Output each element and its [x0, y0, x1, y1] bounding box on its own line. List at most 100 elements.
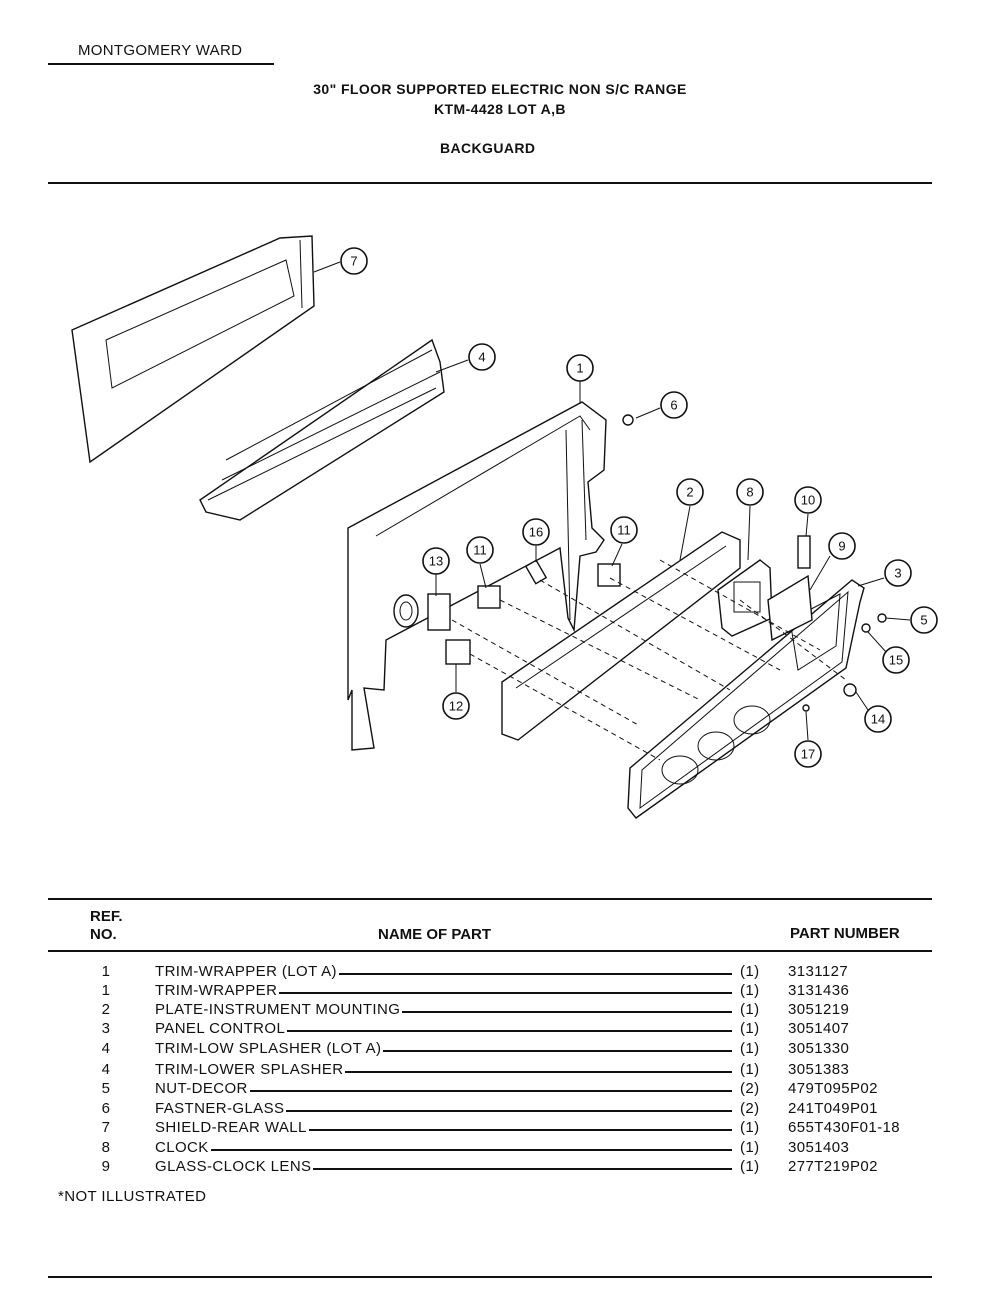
ref-header-line1: REF.	[90, 908, 123, 925]
ref-no: 3	[101, 1020, 111, 1037]
part-number: 655T430F01-18	[788, 1119, 900, 1136]
shield-rear-wall-part	[71, 235, 315, 464]
quantity: (2)	[740, 1080, 760, 1097]
part-number: 3051403	[788, 1139, 850, 1156]
part-12-shape	[445, 639, 471, 665]
ref-no: 1	[101, 982, 111, 999]
part-number: 3051219	[788, 1001, 850, 1018]
part-13-shape	[427, 593, 451, 631]
clock-lens-part	[767, 574, 813, 642]
part-10-shape	[797, 535, 811, 569]
quantity: (1)	[740, 1139, 760, 1156]
callout-12: 12	[442, 692, 470, 720]
page-title: 30" FLOOR SUPPORTED ELECTRIC NON S/C RAN…	[313, 81, 687, 97]
quantity: (2)	[740, 1100, 760, 1117]
part-name: GLASS-CLOCK LENS	[155, 1158, 314, 1175]
callout-17: 17	[794, 740, 822, 768]
quantity: (1)	[740, 982, 760, 999]
switch-part-a	[477, 585, 501, 609]
quantity: (1)	[740, 1119, 760, 1136]
callout-11b: 11	[610, 516, 638, 544]
table-top-rule	[48, 898, 932, 900]
part-number: 3051383	[788, 1061, 850, 1078]
bottom-rule	[48, 1276, 932, 1278]
table-row: 9 GLASS-CLOCK LENS (1) 277T219P02	[0, 1158, 1000, 1178]
callout-7: 7	[340, 247, 368, 275]
svg-text:3: 3	[894, 566, 901, 581]
part-number: 3131436	[788, 982, 850, 999]
ref-no: 9	[101, 1158, 111, 1175]
callout-2: 2	[676, 478, 704, 506]
callout-4: 4	[468, 343, 496, 371]
part-number-header: PART NUMBER	[790, 925, 900, 942]
svg-text:14: 14	[871, 712, 885, 727]
ref-no: 8	[101, 1139, 111, 1156]
name-header: NAME OF PART	[378, 926, 492, 943]
part-number: 3051407	[788, 1020, 850, 1037]
part-name: NUT-DECOR	[155, 1080, 250, 1097]
svg-text:2: 2	[686, 485, 693, 500]
part-name: PLATE-INSTRUMENT MOUNTING	[155, 1001, 403, 1018]
brand-name: MONTGOMERY WARD	[78, 42, 243, 59]
callout-5: 5	[910, 606, 938, 634]
part-16-shape	[524, 559, 548, 585]
section-title: BACKGUARD	[440, 140, 536, 156]
svg-text:11: 11	[473, 543, 487, 558]
callout-13: 13	[422, 547, 450, 575]
model-number: KTM-4428 LOT A,B	[434, 101, 566, 117]
part-name: CLOCK	[155, 1139, 211, 1156]
part-name: FASTNER-GLASS	[155, 1100, 287, 1117]
svg-text:4: 4	[478, 350, 485, 365]
panel-control-part	[627, 579, 865, 819]
ref-no: 7	[101, 1119, 111, 1136]
callout-11a: 11	[466, 536, 494, 564]
svg-text:15: 15	[889, 653, 903, 668]
part-name: SHIELD-REAR WALL	[155, 1119, 309, 1136]
table-row: 7 SHIELD-REAR WALL (1) 655T430F01-18	[0, 1119, 1000, 1139]
part-number: 3131127	[788, 963, 849, 980]
svg-text:1: 1	[576, 361, 583, 376]
svg-text:5: 5	[920, 613, 927, 628]
svg-text:10: 10	[801, 493, 815, 508]
svg-text:9: 9	[838, 539, 845, 554]
instrument-plate-part	[501, 531, 741, 741]
part-name: TRIM-WRAPPER (LOT A)	[155, 963, 339, 980]
trim-wrapper-part	[347, 401, 607, 751]
svg-text:13: 13	[429, 554, 443, 569]
switch-part-b	[597, 563, 621, 587]
part-number: 277T219P02	[788, 1158, 878, 1175]
quantity: (1)	[740, 1061, 760, 1078]
part-name: TRIM-LOWER SPLASHER	[155, 1061, 346, 1078]
svg-text:8: 8	[746, 485, 753, 500]
part-number: 479T095P02	[788, 1080, 878, 1097]
callout-16: 16	[522, 518, 550, 546]
quantity: (1)	[740, 1158, 760, 1175]
svg-text:17: 17	[801, 747, 815, 762]
part-name: PANEL CONTROL	[155, 1020, 288, 1037]
ref-no: 6	[101, 1100, 111, 1117]
quantity: (1)	[740, 1020, 760, 1037]
table-row: 1 TRIM-WRAPPER (1) 3131436	[0, 982, 1000, 1002]
part-name: TRIM-WRAPPER	[155, 982, 280, 999]
svg-text:6: 6	[670, 398, 677, 413]
footnote: *NOT ILLUSTRATED	[58, 1188, 207, 1205]
ref-no: 2	[101, 1001, 111, 1018]
callout-3: 3	[884, 559, 912, 587]
callout-8: 8	[736, 478, 764, 506]
callout-15: 15	[882, 646, 910, 674]
quantity: (1)	[740, 963, 760, 980]
svg-text:16: 16	[529, 525, 543, 540]
part-number: 3051330	[788, 1040, 850, 1057]
table-header-rule	[48, 950, 932, 952]
callout-1: 1	[566, 354, 594, 382]
callout-10: 10	[794, 486, 822, 514]
table-row: 3 PANEL CONTROL (1) 3051407	[0, 1020, 1000, 1040]
ref-header-line2: NO.	[90, 926, 117, 943]
fastener-part	[622, 414, 634, 426]
